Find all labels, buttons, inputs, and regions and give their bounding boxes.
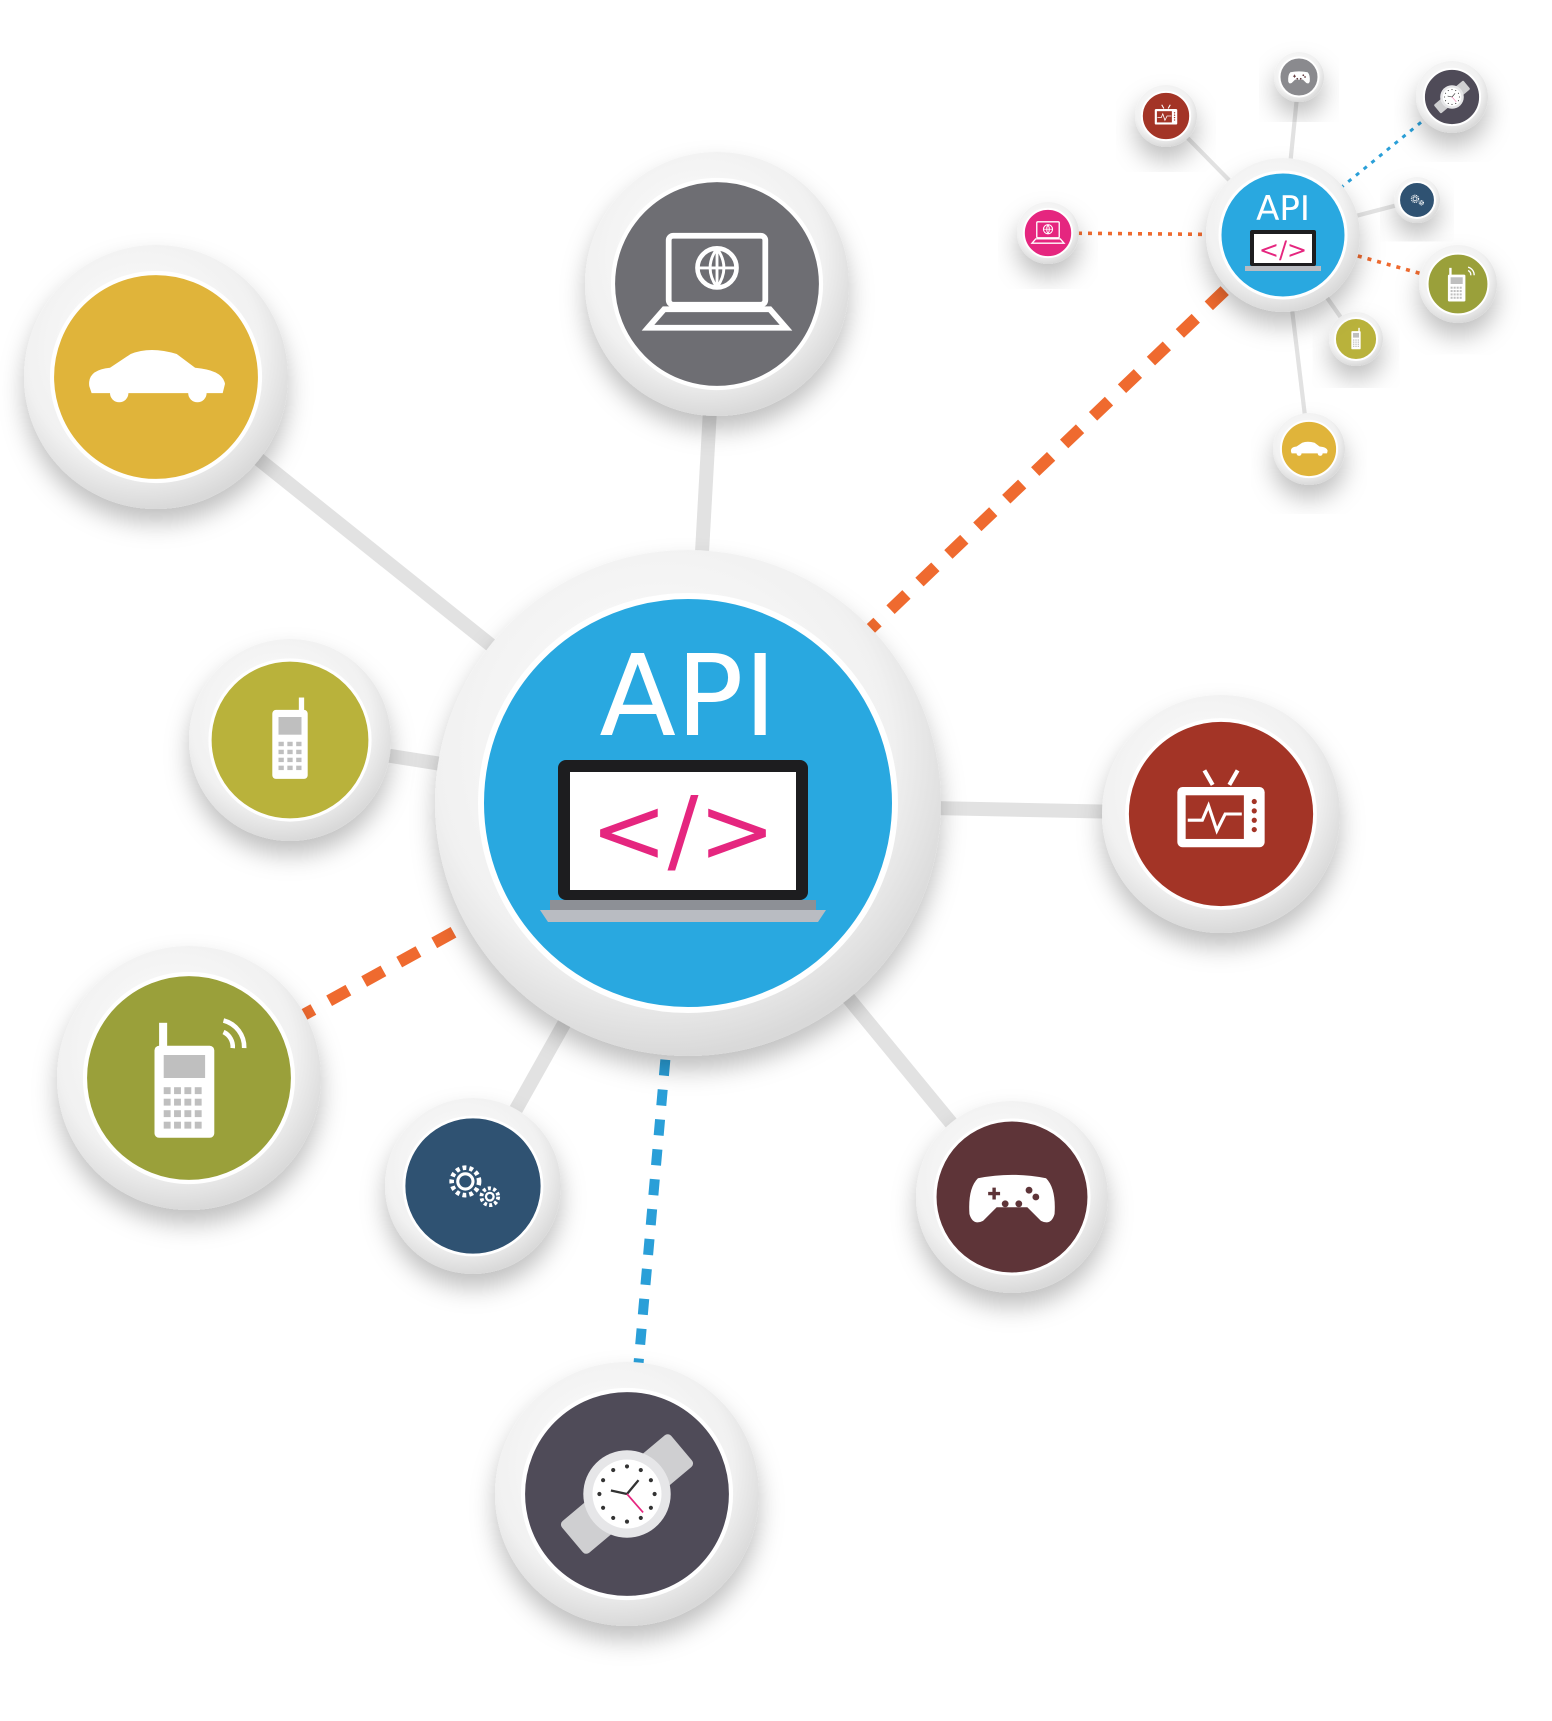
smartwatch-node [495,1362,759,1626]
code-laptop-icon: </> [540,760,826,922]
laptop-globe-node [585,152,849,416]
gamepad-icon [1288,71,1310,84]
laptop-globe-icon [1030,221,1066,244]
mini-walkie-node [1419,245,1497,323]
gears-icon [449,1165,501,1207]
mini-watch-node [1416,61,1488,133]
device-nodes [24,52,1497,1626]
hub-code-label: </> [590,777,775,884]
mini-tv-node [1135,85,1197,147]
mini-api-hub: API </> [1206,158,1360,312]
tv-icon [1177,769,1265,848]
mobile-phone-node [189,639,391,841]
mini-car-node [1273,413,1345,485]
car-icon [1290,441,1328,456]
car-node [24,245,288,509]
hub-api-label: API [599,632,776,762]
gears-node [385,1098,561,1274]
laptop-globe-icon [641,232,793,331]
wireless-phone-icon [1447,266,1475,302]
gamepad-icon [969,1174,1055,1223]
tv-icon [1154,104,1178,125]
game-controller-node [916,1101,1108,1293]
mini-phone-node [1329,312,1383,366]
mobile-phone-icon [272,697,308,779]
wireless-phone-icon [154,1018,247,1138]
car-icon [89,349,226,403]
walkie-phone-node [57,946,321,1210]
gears-icon [1410,194,1425,206]
mini-gamepad-node [1274,52,1324,102]
mini-hub-api-label: API [1256,189,1310,229]
mini-laptop-node [1017,202,1079,264]
television-node [1102,695,1340,933]
mini-gears-node [1394,177,1440,223]
mini-code-laptop-icon: </> [1245,230,1321,271]
api-hub: API </> [435,550,941,1056]
watch-icon [560,1434,694,1554]
mini-hub-code-label: </> [1259,236,1307,264]
mobile-phone-icon [1351,327,1361,350]
watch-icon [1434,80,1470,114]
